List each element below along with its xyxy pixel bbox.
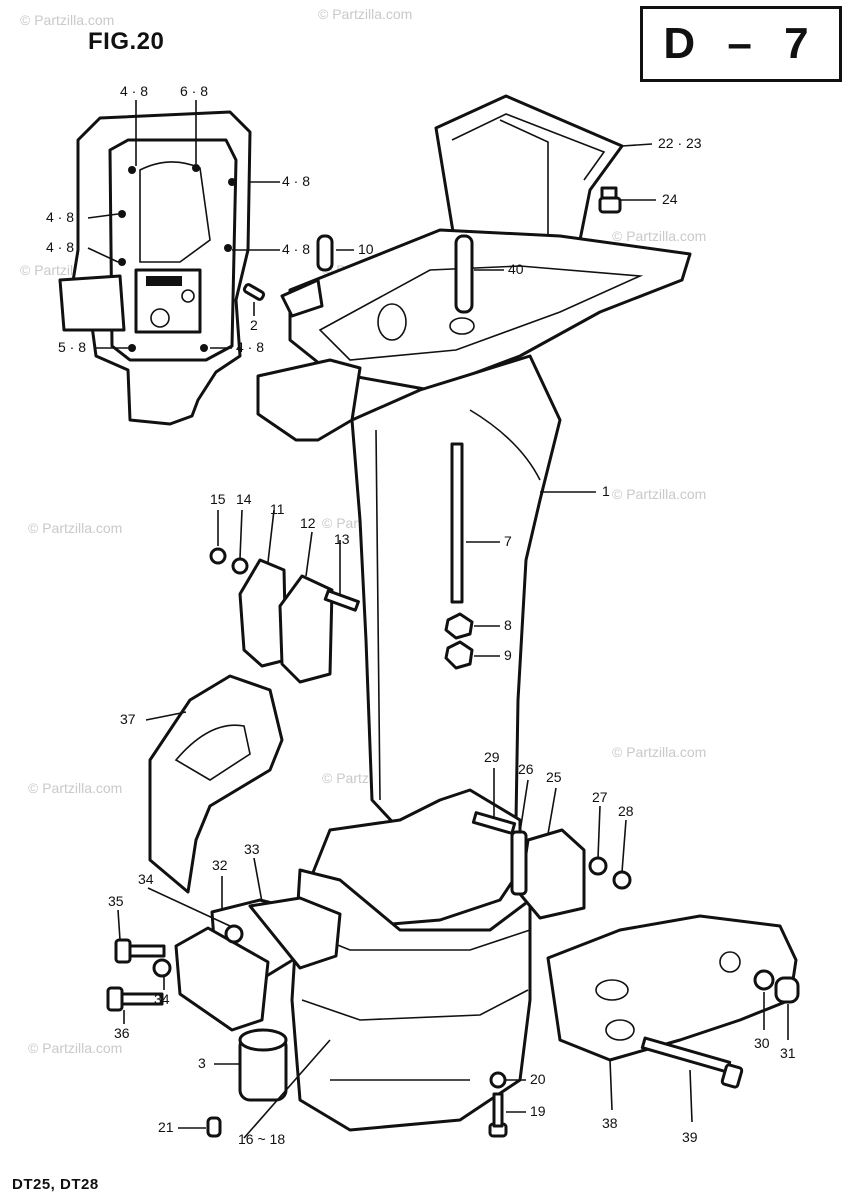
callout: 20 — [530, 1071, 546, 1087]
washer-34a — [224, 924, 244, 944]
callout: 11 — [270, 501, 285, 517]
callout: 4 · 8 — [282, 241, 310, 257]
bolt-36 — [106, 986, 164, 1012]
callout: 25 — [546, 769, 562, 785]
callout: 29 — [484, 749, 500, 765]
bolt-39 — [640, 1036, 744, 1089]
plate-lower — [174, 926, 270, 1032]
callout: 35 — [108, 893, 124, 909]
callout: 2 — [250, 317, 258, 333]
callout: 10 — [358, 241, 374, 257]
callout: 4 · 8 — [282, 173, 310, 189]
spacer-26 — [510, 830, 528, 896]
nut-15 — [209, 547, 227, 565]
callout: 5 · 8 — [58, 339, 86, 355]
watermark: © Partzilla.com — [28, 1040, 123, 1056]
callout: 30 — [754, 1035, 770, 1051]
callout: 31 — [780, 1045, 796, 1061]
washer-34b — [152, 958, 172, 978]
dowel-pin-10 — [316, 234, 334, 272]
callout: 14 — [236, 491, 252, 507]
callout: 34 — [138, 871, 154, 887]
bolt-35 — [114, 938, 166, 964]
nut-8 — [444, 612, 474, 640]
callout: 19 — [530, 1103, 546, 1119]
callout: 21 — [158, 1119, 174, 1135]
callout: 6 · 8 — [180, 83, 208, 99]
callout: 37 — [120, 711, 136, 727]
callout-labels: 4 · 8 6 · 8 4 · 8 4 · 8 4 · 8 4 · 8 5 · … — [46, 83, 796, 1147]
washer-20 — [489, 1071, 507, 1089]
watermark: © Partzilla.com — [28, 520, 123, 536]
callout: 36 — [114, 1025, 130, 1041]
callout: 27 — [592, 789, 608, 805]
leader-lines — [87, 100, 789, 1139]
pin-21 — [206, 1116, 222, 1138]
callout: 3 — [198, 1055, 206, 1071]
bolt-24 — [598, 186, 622, 214]
washer-14 — [231, 557, 249, 575]
bolt-19-shank — [492, 1092, 504, 1128]
washer-27 — [588, 856, 608, 876]
mount-33 — [248, 896, 342, 970]
model-list: DT25, DT28 — [12, 1176, 99, 1193]
callout: 38 — [602, 1115, 618, 1131]
callout: 1 — [602, 483, 610, 499]
cap-31 — [774, 976, 800, 1004]
drive-shaft-housing — [256, 94, 692, 1132]
figure-title: FIG.20 — [88, 28, 165, 55]
callout: 32 — [212, 857, 228, 873]
callout: 33 — [244, 841, 260, 857]
callout: 13 — [334, 531, 350, 547]
callout: 12 — [300, 515, 316, 531]
callout: 15 — [210, 491, 226, 507]
nut-9 — [444, 640, 474, 670]
callout: 8 — [504, 617, 512, 633]
damper-3 — [238, 1028, 288, 1102]
pin-2 — [242, 283, 266, 301]
gasket-plate-inset — [58, 110, 252, 426]
watermark: © Partzilla.com — [318, 6, 413, 22]
callout: 40 — [508, 261, 524, 277]
callout: 22 · 23 — [658, 135, 702, 151]
callout: 39 — [682, 1129, 698, 1145]
bolt-13 — [323, 589, 360, 612]
callout: 24 — [662, 191, 678, 207]
bolt-29 — [471, 811, 517, 835]
callout: 34 — [154, 991, 170, 1007]
washer-30 — [753, 969, 775, 991]
callout: 7 — [504, 533, 512, 549]
callout: 4 · 8 — [46, 239, 74, 255]
watermark: © Partzilla.com — [612, 228, 707, 244]
watermark: © Partzilla.com — [20, 12, 115, 28]
callout: 4 · 8 — [46, 209, 74, 225]
pipe-40 — [454, 234, 474, 314]
callout: 4 · 8 — [120, 83, 148, 99]
nut-28 — [612, 870, 632, 890]
watermark: © Partzilla.com — [612, 744, 707, 760]
callout: 4 · 8 — [236, 339, 264, 355]
watermark: © Partzilla.com — [612, 486, 707, 502]
callout: 9 — [504, 647, 512, 663]
cover-37 — [148, 674, 284, 894]
plate-12 — [278, 574, 334, 684]
callout: 26 — [518, 761, 534, 777]
callout: 16 ~ 18 — [238, 1131, 285, 1147]
watermark: © Partzilla.com — [28, 780, 123, 796]
page-code-box: D – 7 — [640, 6, 842, 82]
callout: 28 — [618, 803, 634, 819]
stud-bolt-7 — [450, 442, 464, 604]
rubber-mount-25 — [518, 828, 586, 920]
